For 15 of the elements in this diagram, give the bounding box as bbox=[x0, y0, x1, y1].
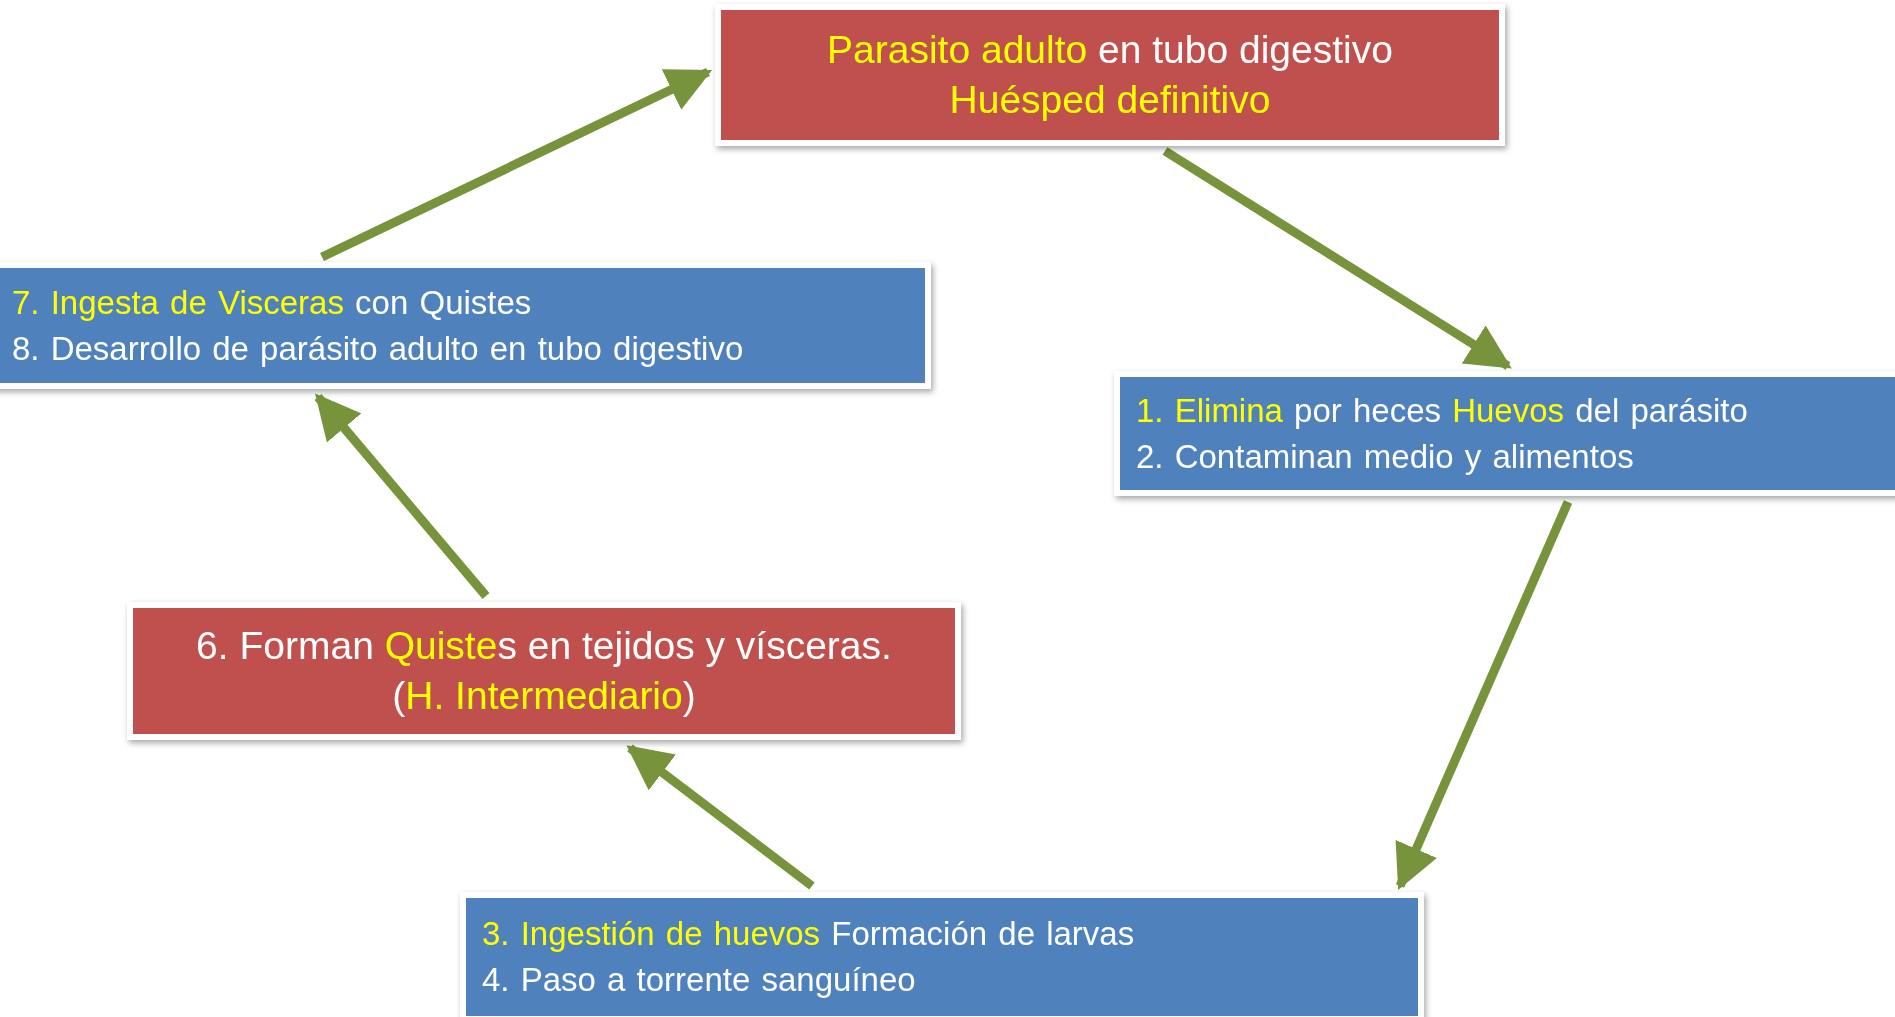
arrow bbox=[314, 393, 490, 599]
arrow bbox=[320, 67, 713, 262]
box-text: Parasito adulto en tubo digestivo bbox=[827, 27, 1393, 73]
box-text: 7. Ingesta de Visceras con Quistes bbox=[12, 282, 532, 323]
arrow bbox=[1162, 147, 1512, 370]
box-text: 3. Ingestión de huevos Formación de larvas bbox=[482, 914, 1135, 954]
box-text: 1. Elimina por heces Huevos del parásito bbox=[1136, 390, 1748, 431]
arrow bbox=[1395, 500, 1573, 891]
box-text: 6. Forman Quistes en tejidos y vísceras. bbox=[196, 623, 892, 669]
box-text: 8. Desarrollo de parásito adulto en tubo digestivo bbox=[12, 328, 744, 369]
box-text: Huésped definitivo bbox=[949, 77, 1271, 123]
arrow bbox=[626, 744, 815, 890]
box-text: (H. Intermediario) bbox=[392, 673, 696, 719]
box-text: 2. Contaminan medio y alimentos bbox=[1136, 436, 1634, 477]
box-text: 4. Paso a torrente sanguíneo bbox=[482, 960, 916, 1000]
